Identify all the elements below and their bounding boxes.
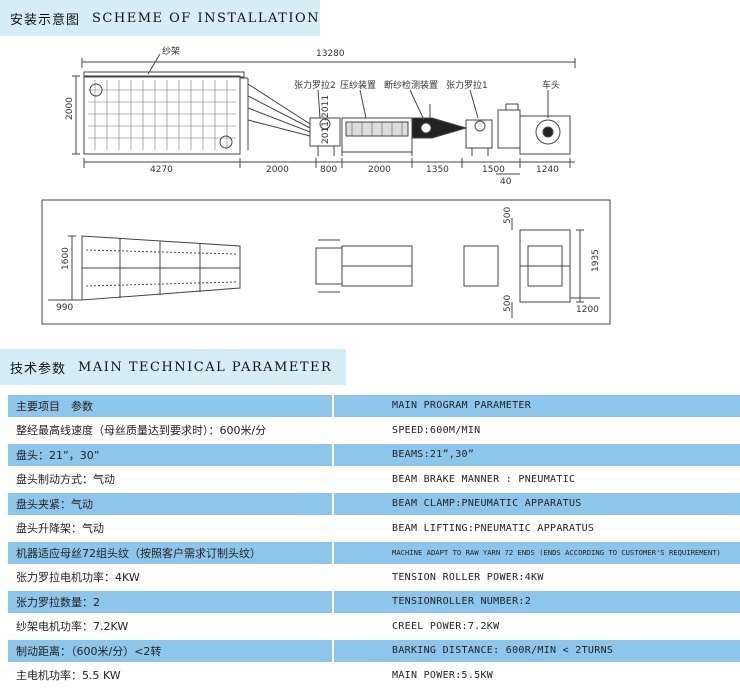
dim-1350: 1350 [426,165,449,175]
row-en: BARKING DISTANCE: 600R/MIN < 2TURNS [334,640,740,662]
row-cn: 张力罗拉数量：2 [8,591,334,613]
installation-title-cn: 安装示意图 [10,12,81,28]
dim-gap: 2000 [266,165,289,175]
row-cn: 机器适应母丝72组头纹（按照客户需求订制头纹） [8,542,334,564]
row-cn: 主要项目 参数 [8,395,334,417]
row-en: BEAMS:21”,30” [334,444,740,466]
table-row: 机器适应母丝72组头纹（按照客户需求订制头纹） MACHINE ADAPT TO… [8,542,740,564]
label-creel: 纱架 [162,46,180,57]
dim-total-length: 13280 [316,49,345,59]
dim-plan-500-bottom: 500 [503,295,513,312]
row-en: SPEED:600M/MIN [334,419,740,441]
label-yarn-press: 压纱装置 [340,79,376,91]
label-tension-roller-2: 张力罗拉2 [294,79,336,91]
parameter-title-en: MAIN TECHNICAL PARAMETER [78,359,333,375]
table-row: 制动距离：（600米/分）<2转 BARKING DISTANCE: 600R/… [8,640,740,662]
dim-plan-990: 990 [56,303,73,313]
row-cn: 主电机功率：5.5 KW [8,664,334,686]
dim-40: 40 [500,177,512,187]
dim-plan-500-top: 500 [503,207,513,224]
parameter-header: 技术参数 MAIN TECHNICAL PARAMETER [0,349,346,385]
row-cn: 纱架电机功率：7.2KW [8,615,334,637]
row-en: TENSION ROLLER POWER:4KW [334,566,740,588]
row-en: BEAM BRAKE MANNER : PNEUMATIC [334,468,740,490]
row-en: MACHINE ADAPT TO RAW YARN 72 ENDS (ENDS … [334,542,740,564]
row-cn: 盘头升降架：气动 [8,517,334,539]
table-row: 主要项目 参数 MAIN PROGRAM PARAMETER [8,395,740,417]
row-en: BEAM CLAMP:PNEUMATIC APPARATUS [334,493,740,515]
table-row: 盘头升降架：气动 BEAM LIFTING:PNEUMATIC APPARATU… [8,517,740,539]
label-break-detector: 断纱检测装置 [384,79,438,91]
dim-800: 800 [320,165,337,175]
dim-creel-length: 4270 [150,165,173,175]
row-cn: 盘头：21”，30” [8,444,334,466]
dim-1240: 1240 [536,165,559,175]
installation-title-en: SCHEME OF INSTALLATION [92,10,320,26]
row-en: MAIN POWER:5.5KW [334,664,740,686]
dim-height: 2000 [65,97,75,120]
dim-plan-1935: 1935 [591,249,601,272]
stamp-text: 2011-2011 [321,95,331,144]
row-cn: 盘头夹紧：气动 [8,493,334,515]
table-row: 纱架电机功率：7.2KW CREEL POWER:7.2KW [8,615,740,637]
table-row: 张力罗拉电机功率：4KW TENSION ROLLER POWER:4KW [8,566,740,588]
parameter-title-cn: 技术参数 [10,361,67,377]
table-row: 盘头夹紧：气动 BEAM CLAMP:PNEUMATIC APPARATUS [8,493,740,515]
row-en: CREEL POWER:7.2KW [334,615,740,637]
row-en: MAIN PROGRAM PARAMETER [334,395,740,417]
row-cn: 张力罗拉电机功率：4KW [8,566,334,588]
table-row: 整经最高线速度（母丝质量达到要求时）：600米/分 SPEED:600M/MIN [8,419,740,441]
table-row: 盘头：21”，30” BEAMS:21”,30” [8,444,740,466]
row-cn: 制动距离：（600米/分）<2转 [8,640,334,662]
table-row: 主电机功率：5.5 KW MAIN POWER:5.5KW [8,664,740,686]
table-row: 张力罗拉数量：2 TENSIONROLLER NUMBER:2 [8,591,740,613]
row-cn: 盘头制动方式：气动 [8,468,334,490]
dim-1500: 1500 [482,165,505,175]
row-cn: 整经最高线速度（母丝质量达到要求时）：600米/分 [8,419,334,441]
parameter-table: 主要项目 参数 MAIN PROGRAM PARAMETER 整经最高线速度（母… [8,392,740,689]
row-en: TENSIONROLLER NUMBER:2 [334,591,740,613]
dim-plan-1200: 1200 [576,305,599,315]
installation-header: 安装示意图 SCHEME OF INSTALLATION [0,0,320,36]
row-en: BEAM LIFTING:PNEUMATIC APPARATUS [334,517,740,539]
installation-drawing: 13280 纱架 张力罗拉2 压纱装置 断纱检测装置 张力罗拉1 车头 2011… [41,46,611,325]
label-tension-roller-1: 张力罗拉1 [446,79,488,91]
table-row: 盘头制动方式：气动 BEAM BRAKE MANNER : PNEUMATIC [8,468,740,490]
dim-2000: 2000 [368,165,391,175]
label-headstock: 车头 [542,79,560,91]
dim-plan-1600: 1600 [61,247,71,270]
